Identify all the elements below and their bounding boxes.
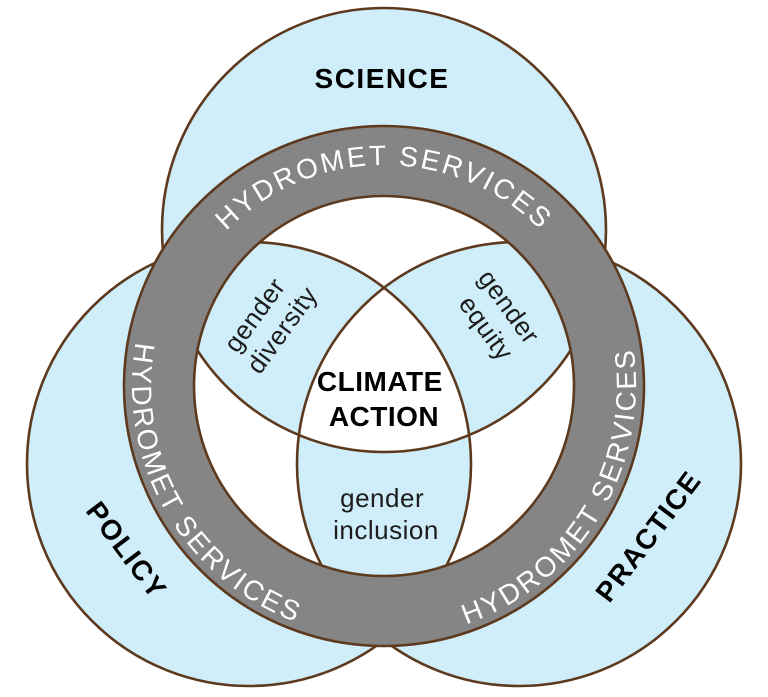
climate-action-line1: CLIMATE [317,366,443,397]
gender-inclusion-line2: inclusion [333,515,439,545]
ring-inner-edge [192,194,576,578]
hydromet-ring-band [124,126,644,646]
climate-action-line2: ACTION [329,401,439,432]
science-circle-outline [160,6,608,454]
science-label: SCIENCE [315,63,450,94]
gender-inclusion-label: gender inclusion [333,483,439,545]
climate-action-label: CLIMATE ACTION [317,366,451,432]
gender-inclusion-line1: gender [340,483,424,513]
ring-outer-edge [122,124,646,648]
